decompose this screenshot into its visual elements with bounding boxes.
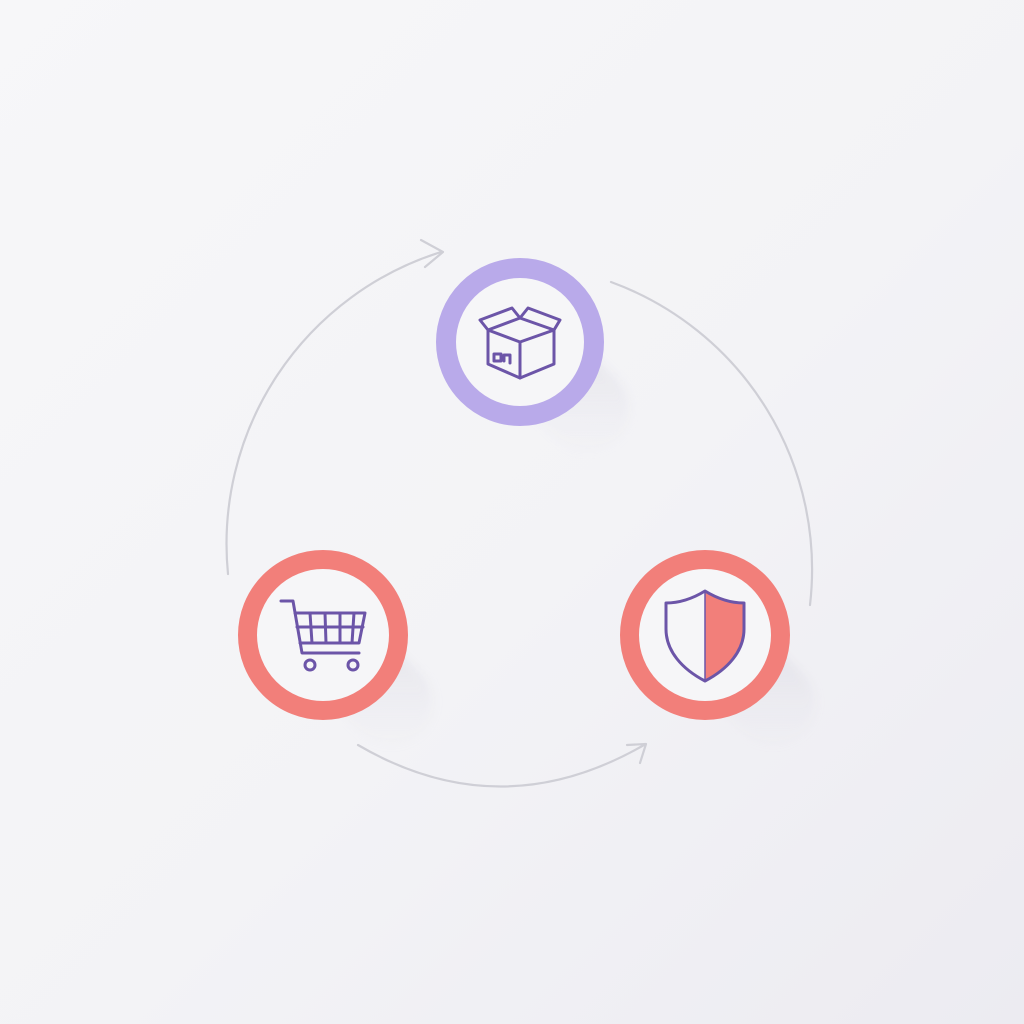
node-cart (238, 550, 408, 720)
shopping-cart-icon (279, 599, 367, 672)
shield-icon (664, 589, 746, 683)
arrowhead-to-package (419, 238, 445, 269)
node-package (436, 258, 604, 426)
connector-cart-to-package (225, 250, 443, 576)
node-shield (620, 550, 790, 720)
arrowhead-to-shield (625, 742, 648, 765)
package-box-icon (478, 306, 562, 380)
connector-cart-to-shield (356, 743, 646, 788)
